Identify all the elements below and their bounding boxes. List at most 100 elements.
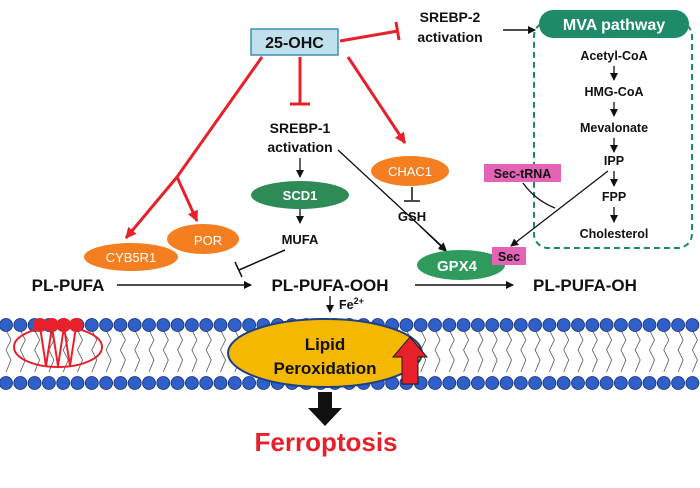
- phospholipid-head: [628, 318, 643, 332]
- peroxidized-phospholipid: [13, 318, 103, 368]
- phospholipid-head: [513, 318, 528, 332]
- lipid-tail: [220, 329, 226, 373]
- phospholipid-head: [656, 376, 671, 390]
- phospholipid-head: [542, 318, 557, 332]
- scd1-node: [251, 181, 349, 209]
- lipid-tail: [620, 329, 627, 373]
- lipid-tail: [649, 329, 655, 373]
- phospholipid-head: [156, 318, 171, 332]
- phospholipid-head: [99, 318, 113, 332]
- srebp1-label-line2: activation: [267, 139, 332, 155]
- phospholipid-head: [442, 318, 457, 332]
- sec-trna-node: [484, 164, 561, 182]
- pl-pufa-ooh-label: PL-PUFA-OOH: [271, 276, 388, 295]
- phospholipid-head: [571, 318, 585, 332]
- lipid-tail: [463, 329, 470, 373]
- pl-pufa-oh-label: PL-PUFA-OH: [533, 276, 637, 295]
- lipid-tail: [534, 329, 541, 373]
- lipid-tail: [448, 329, 455, 373]
- gpx4-node: [417, 250, 505, 280]
- lipid-tail: [563, 329, 570, 373]
- phospholipid-head: [585, 318, 600, 332]
- srebp2-label-line1: SREBP-2: [420, 9, 481, 25]
- lipid-tail: [606, 329, 613, 373]
- lipid-tail: [105, 329, 112, 373]
- phospholipid-head: [399, 318, 414, 332]
- srebp2-label-line2: activation: [417, 29, 482, 45]
- gpx4-label: GPX4: [437, 258, 478, 275]
- phospholipid-head: [127, 376, 142, 390]
- cholesterol-label: Cholesterol: [580, 227, 649, 241]
- lipid-tail: [477, 329, 484, 373]
- phospholipid-head: [442, 376, 457, 390]
- phospholipid-head: [113, 318, 128, 332]
- cyb5r1-label: CYB5R1: [106, 250, 157, 265]
- lipid-tail: [134, 329, 141, 373]
- fpp-label: FPP: [602, 190, 626, 204]
- phospholipid-head: [499, 318, 514, 332]
- phospholipid-head: [42, 376, 56, 390]
- phospholipid-head: [13, 376, 28, 390]
- phospholipid-head: [199, 376, 214, 390]
- phospholipid-head: [13, 318, 28, 332]
- phospholipid-head: [170, 376, 185, 390]
- phospholipid-head: [656, 318, 671, 332]
- down-block-arrow-icon: [308, 392, 342, 426]
- phospholipid-head: [599, 318, 614, 332]
- srebp1-label-line1: SREBP-1: [270, 120, 331, 136]
- phospholipid-head: [456, 318, 471, 332]
- phospholipid-head: [571, 376, 585, 390]
- increase-arrow-icon: [391, 336, 429, 385]
- lipid-tail: [677, 329, 684, 373]
- pl-pufa-label: PL-PUFA: [32, 276, 105, 295]
- phospholipid-head: [485, 376, 500, 390]
- lipid-tail: [148, 329, 155, 373]
- phospholipid-head: [485, 318, 500, 332]
- phospholipid-head: [470, 376, 485, 390]
- lipid-label-line1: Lipid: [305, 335, 346, 354]
- phospholipid-head: [456, 376, 471, 390]
- phospholipid-head: [428, 376, 442, 390]
- lipid-tail: [191, 329, 198, 373]
- phospholipid-head: [113, 376, 128, 390]
- phospholipid-head: [528, 318, 542, 332]
- sec-label: Sec: [498, 250, 520, 264]
- phospholipid-head: [428, 318, 442, 332]
- phospholipid-head: [199, 318, 214, 332]
- por-label: POR: [194, 233, 222, 248]
- phospholipid-head: [614, 376, 628, 390]
- mufa-label: MUFA: [282, 232, 319, 247]
- phospholipid-head: [99, 376, 113, 390]
- lipid-tail: [119, 329, 126, 373]
- lipid-tail: [506, 329, 512, 373]
- phospholipid-head: [227, 376, 242, 390]
- phospholipid-head: [513, 376, 528, 390]
- mva-pathway-title: MVA pathway: [563, 17, 665, 34]
- lipid-label-line2: Peroxidation: [274, 359, 377, 378]
- phospholipid-head: [642, 376, 657, 390]
- phospholipid-head: [671, 318, 685, 332]
- phospholipid-head: [671, 376, 685, 390]
- mevalonate-label: Mevalonate: [580, 121, 648, 135]
- phospholipid-head: [156, 376, 171, 390]
- lipid-tail: [434, 329, 441, 373]
- chac1-node: [371, 156, 449, 186]
- phospholipid-head: [213, 376, 228, 390]
- lipid-tail: [591, 329, 598, 373]
- phospholipid-head: [470, 318, 485, 332]
- phospholipid-head: [242, 376, 257, 390]
- phospholipid-head: [227, 318, 242, 332]
- lipid-tail: [577, 329, 584, 373]
- scd1-label: SCD1: [283, 188, 318, 203]
- lipid-tail: [62, 329, 69, 373]
- phospholipid-head: [70, 376, 85, 390]
- sec-node: [492, 247, 526, 265]
- phospholipid-head: [127, 318, 142, 332]
- phospholipid-head: [142, 376, 156, 390]
- ohc-node: 25-OHC: [250, 28, 339, 56]
- phospholipid-head: [213, 318, 228, 332]
- phospholipid-head: [413, 318, 428, 332]
- phospholipid-head: [499, 376, 514, 390]
